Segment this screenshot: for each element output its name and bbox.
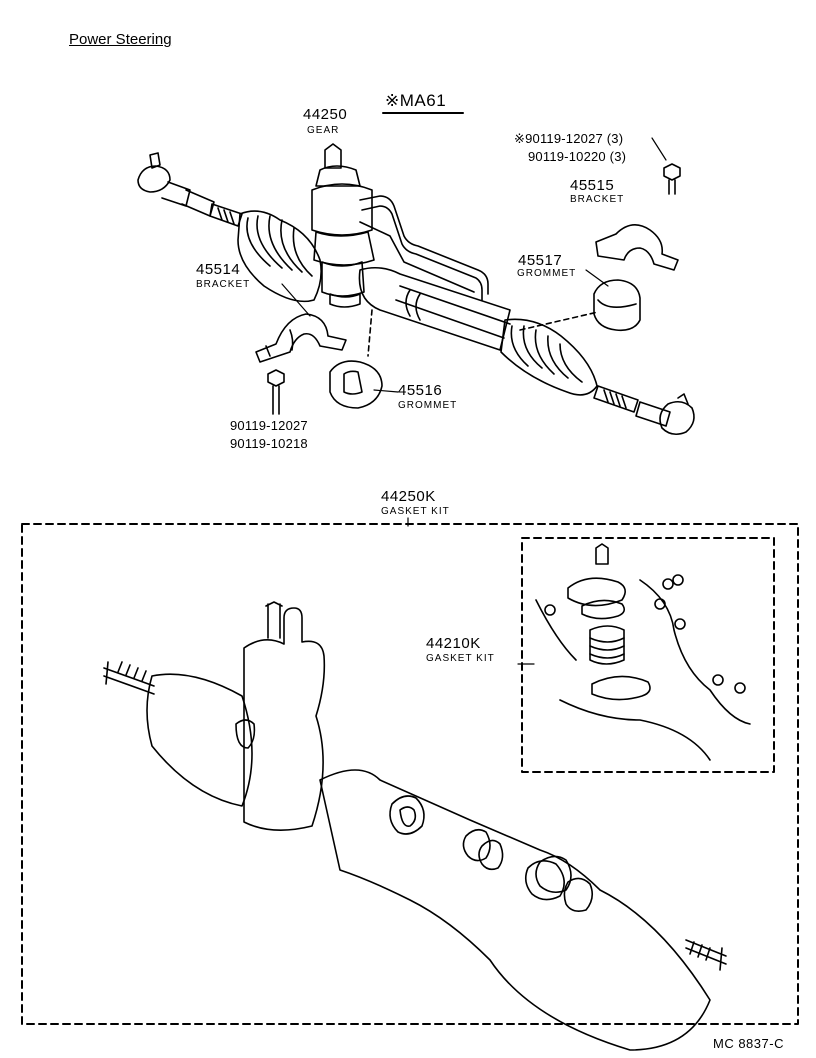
- label-bolts-left-line2: 90119-10218: [230, 436, 308, 451]
- seal-ring-1: [389, 795, 425, 835]
- leader-45516: [373, 389, 399, 393]
- page-title: Power Steering: [69, 31, 172, 48]
- label-45515-name: BRACKET: [570, 194, 625, 205]
- rack-housing: [358, 266, 511, 351]
- seal-stack-top: [567, 577, 626, 607]
- label-bolts-left-line1: 90119-12027: [230, 418, 308, 433]
- gasket-kit-frame: [21, 523, 799, 1025]
- gear-seal-view: [103, 601, 727, 1051]
- label-44250k-number: 44250K: [381, 488, 436, 505]
- drawing-code: MC 8837-C: [713, 1036, 784, 1051]
- bracket-45514: [255, 313, 347, 363]
- leader-45514: [281, 283, 311, 317]
- label-45516-name: GROMMET: [398, 400, 458, 411]
- label-bolts-right-line1: ※90119-12027 (3): [514, 131, 624, 146]
- o-ring-1: [544, 604, 556, 616]
- model-tag: ※MA61: [385, 91, 447, 110]
- gasket-kit-sub-frame: [521, 537, 775, 773]
- label-45514-number: 45514: [196, 261, 241, 278]
- label-45515-number: 45515: [570, 177, 615, 194]
- o-ring-3: [712, 674, 724, 686]
- seal-stack-spring: [589, 625, 625, 665]
- grommet-45516: [329, 360, 383, 409]
- label-44250-name: GEAR: [307, 125, 340, 136]
- gear-valve-housing: [311, 143, 375, 308]
- label-44250k-name: GASKET KIT: [381, 506, 450, 517]
- leader-bolt-right: [651, 137, 667, 161]
- seal-ring-3: [524, 860, 565, 901]
- left-bellows-boot: [237, 210, 322, 303]
- label-bolts-right-line2: 90119-10220 (3): [528, 149, 627, 164]
- steering-gear-assembly: [137, 143, 695, 436]
- seal-right-ring: [563, 877, 594, 912]
- label-44210k-name: GASKET KIT: [426, 653, 495, 664]
- grommet-45517: [593, 279, 641, 332]
- seal-stack-bottom: [591, 675, 651, 701]
- hydraulic-pipes: [359, 195, 489, 301]
- leader-45517: [585, 269, 609, 287]
- label-45514-name: BRACKET: [196, 279, 251, 290]
- o-ring-2: [662, 578, 674, 590]
- bolt-left: [267, 369, 285, 415]
- bolt-right: [663, 163, 681, 195]
- label-44250-number: 44250: [303, 106, 348, 123]
- label-45517-number: 45517: [518, 252, 563, 269]
- seal-left-ring: [235, 719, 256, 749]
- label-44210k-number: 44210K: [426, 635, 481, 652]
- gasket-kit-sub-detail: [535, 543, 751, 761]
- seal-ring-2: [462, 828, 491, 862]
- label-45517-name: GROMMET: [517, 268, 577, 279]
- left-tie-rod-end: [137, 152, 243, 227]
- label-45516-number: 45516: [398, 382, 443, 399]
- bracket-45515: [595, 224, 679, 271]
- right-bellows-boot: [500, 318, 598, 396]
- right-tie-rod-end: [593, 385, 695, 436]
